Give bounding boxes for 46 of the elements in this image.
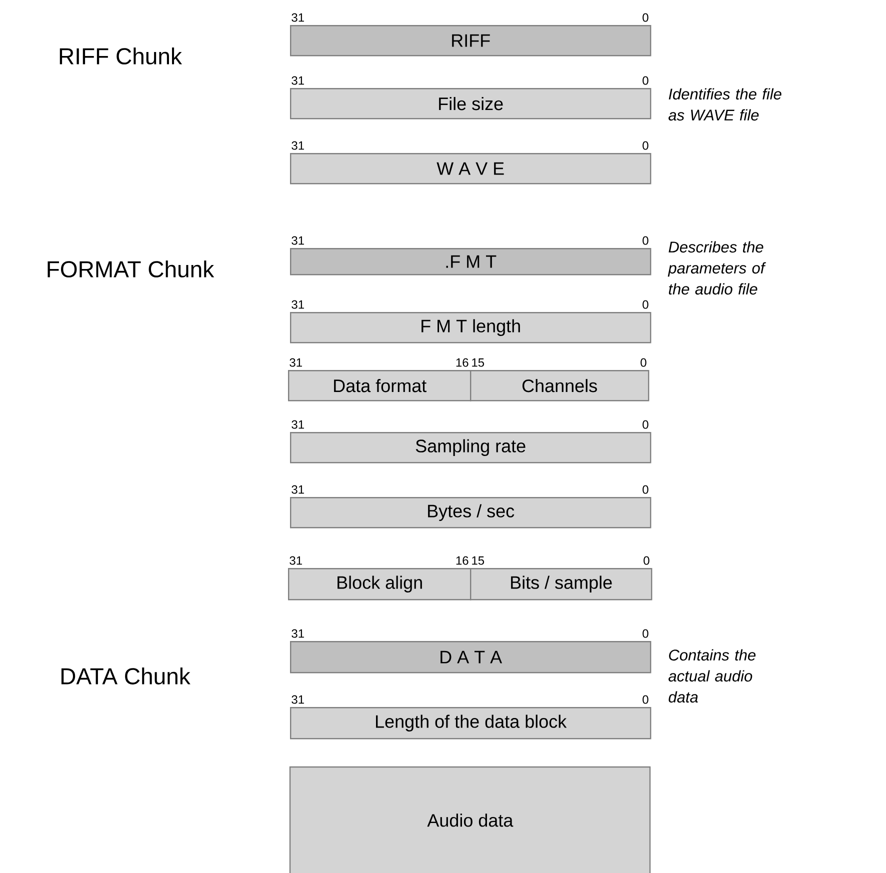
field-box: .F M T: [290, 248, 652, 276]
bit-number: 31: [292, 141, 304, 150]
bit-number: 0: [642, 236, 648, 245]
field-box: Bits / sample: [470, 568, 652, 600]
bit-number: 0: [642, 420, 648, 429]
field-box: F M T length: [290, 312, 652, 344]
field-box: RIFF: [290, 25, 652, 56]
bit-number: 31: [292, 300, 304, 309]
field-box: Channels: [470, 370, 650, 402]
bit-number: 0: [642, 13, 648, 22]
bit-number: 31: [290, 358, 302, 367]
bit-number: 0: [642, 485, 648, 494]
field-box: Audio data: [289, 766, 651, 873]
bit-number: 0: [642, 76, 648, 85]
bit-number: 15: [472, 358, 484, 367]
field-box: Data format: [288, 370, 472, 402]
chunk-title: RIFF Chunk: [60, 48, 182, 64]
bit-number: 31: [292, 420, 304, 429]
bit-number: 31: [290, 556, 302, 565]
bit-number: 31: [292, 485, 304, 494]
bit-number: 0: [640, 358, 646, 367]
bit-number: 31: [292, 236, 304, 245]
description-text: Identifies the file as WAVE file: [668, 88, 782, 121]
bit-number: 31: [292, 629, 304, 638]
field-box: D A T A: [290, 641, 652, 674]
field-box: Length of the data block: [290, 707, 652, 740]
bit-number: 31: [292, 13, 304, 22]
bit-number: 0: [642, 629, 648, 638]
bit-number: 16: [456, 358, 468, 367]
field-box: Bytes / sec: [290, 497, 652, 528]
chunk-title: FORMAT Chunk: [48, 260, 214, 278]
description-text: Describes the parameters of the audio file: [668, 241, 766, 295]
field-box: Block align: [288, 568, 472, 600]
bit-number: 16: [456, 556, 468, 565]
field-box: Sampling rate: [290, 432, 652, 464]
description-text: Contains the actual audio data: [668, 649, 756, 703]
bit-number: 0: [644, 556, 650, 565]
field-box: W A V E: [290, 153, 652, 184]
bit-number: 15: [472, 556, 484, 565]
bit-number: 0: [642, 300, 648, 309]
field-box: File size: [290, 88, 652, 120]
bit-number: 31: [292, 76, 304, 85]
bit-number: 31: [292, 695, 304, 704]
bit-number: 0: [642, 141, 648, 150]
chunk-title: DATA Chunk: [61, 668, 190, 684]
bit-number: 0: [642, 695, 648, 704]
